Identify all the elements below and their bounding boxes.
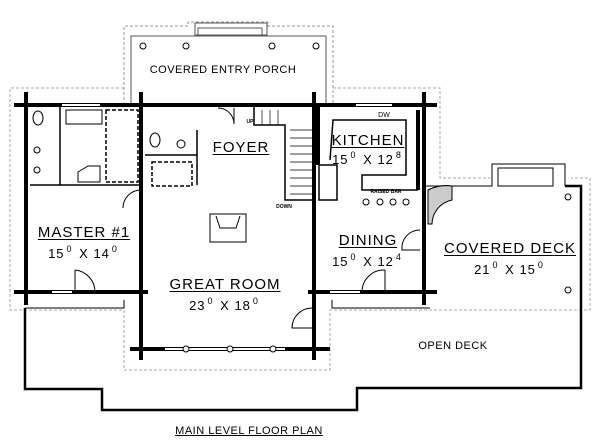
great-room-label: GREAT ROOM — [169, 276, 281, 293]
dining-label: DINING — [338, 232, 398, 249]
fixtures — [32, 109, 410, 206]
interior-walls — [30, 105, 420, 201]
window-posts — [182, 345, 277, 353]
fireplace — [209, 213, 247, 243]
plan-title: MAIN LEVEL FLOOR PLAN — [175, 425, 323, 437]
roof-overhang — [9, 87, 591, 371]
doors — [74, 107, 421, 329]
foyer-label: FOYER — [212, 139, 270, 156]
open-deck-outline — [23, 184, 583, 412]
stairs — [260, 110, 314, 195]
master-label: MASTER #1 — [37, 224, 131, 241]
covered-deck-label: COVERED DECK — [443, 240, 577, 257]
open-deck-label: OPEN DECK — [418, 340, 488, 352]
stairs-up-label: UP — [246, 119, 254, 125]
stairs-down-label: DOWN — [276, 204, 292, 210]
raised-bar-label: RAISED BAR — [370, 189, 402, 195]
covered-deck — [424, 163, 572, 294]
dishwasher-label: DW — [378, 112, 390, 119]
porch-label: COVERED ENTRY PORCH — [149, 64, 297, 76]
kitchen-label: KITCHEN — [331, 132, 405, 149]
entry-porch — [123, 21, 334, 105]
